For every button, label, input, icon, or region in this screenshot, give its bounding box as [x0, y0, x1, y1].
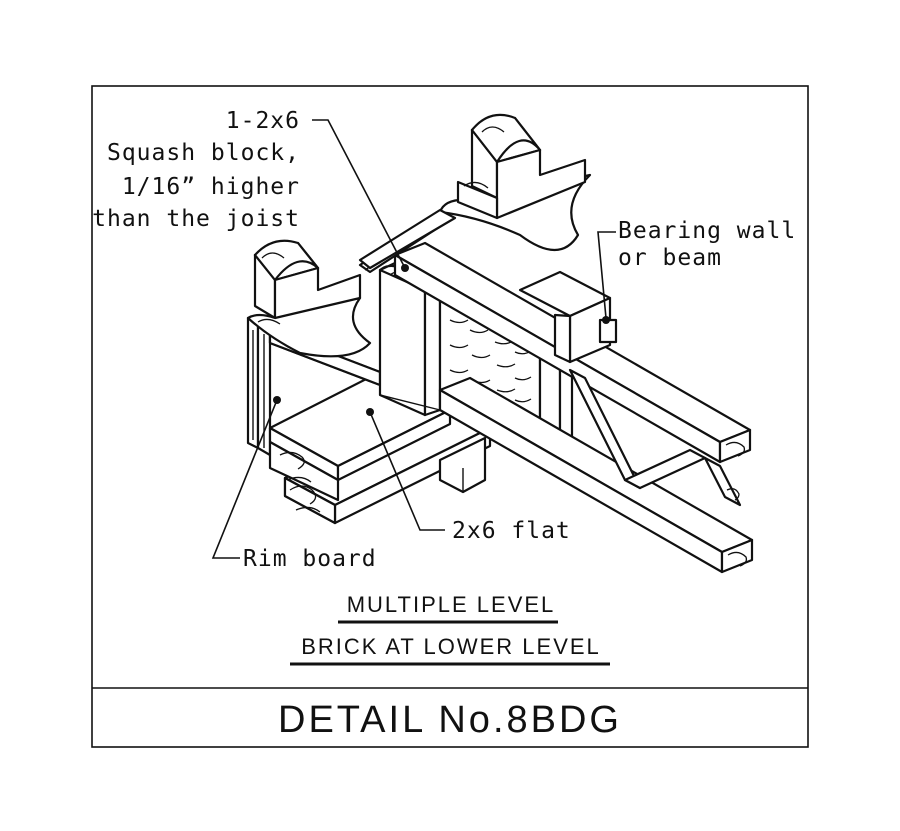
rim-board-label: Rim board	[243, 546, 377, 572]
leaders	[211, 119, 616, 559]
lower-chord	[438, 376, 754, 574]
bearing-label-line-1: Bearing wall	[618, 218, 796, 244]
caption-line-1: MULTIPLE LEVEL	[347, 592, 556, 617]
connector-band	[358, 208, 457, 270]
drawing-frame	[91, 85, 809, 748]
bearing-label-line-2: or beam	[618, 245, 722, 271]
squash-label-line-2: Squash block,	[107, 140, 300, 166]
squash-block-label: 1-2x6 Squash block, 1/16” higher than th…	[92, 108, 300, 232]
caption-line-2: BRICK AT LOWER LEVEL	[301, 634, 601, 659]
bearing-wall-label: Bearing wall or beam	[618, 218, 796, 271]
top-block-right	[456, 113, 587, 220]
bearing-beam	[518, 270, 618, 364]
squash-label-line-3: 1/16” higher	[122, 174, 300, 200]
squash-label-line-1: 1-2x6	[226, 108, 300, 134]
squash-label-line-4: than the joist	[92, 206, 300, 232]
flat-2x6-label: 2x6 flat	[452, 518, 571, 544]
framing-illustration	[246, 113, 754, 574]
detail-title: DETAIL No.8BDG	[278, 699, 622, 741]
rim-board	[246, 316, 272, 457]
caption: MULTIPLE LEVEL BRICK AT LOWER LEVEL	[290, 592, 610, 666]
truss-webs	[568, 368, 742, 507]
top-block-left	[246, 239, 372, 358]
